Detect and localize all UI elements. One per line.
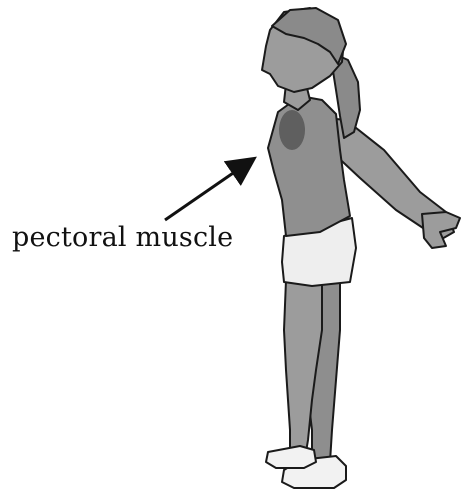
pectoral-muscle <box>279 110 305 150</box>
pointer-arrow <box>165 160 252 220</box>
pectoral-muscle-label: pectoral muscle <box>12 222 233 253</box>
torso-top <box>268 96 350 236</box>
woman-figure <box>262 8 460 488</box>
hand <box>422 212 460 248</box>
front-shoe <box>266 446 316 468</box>
